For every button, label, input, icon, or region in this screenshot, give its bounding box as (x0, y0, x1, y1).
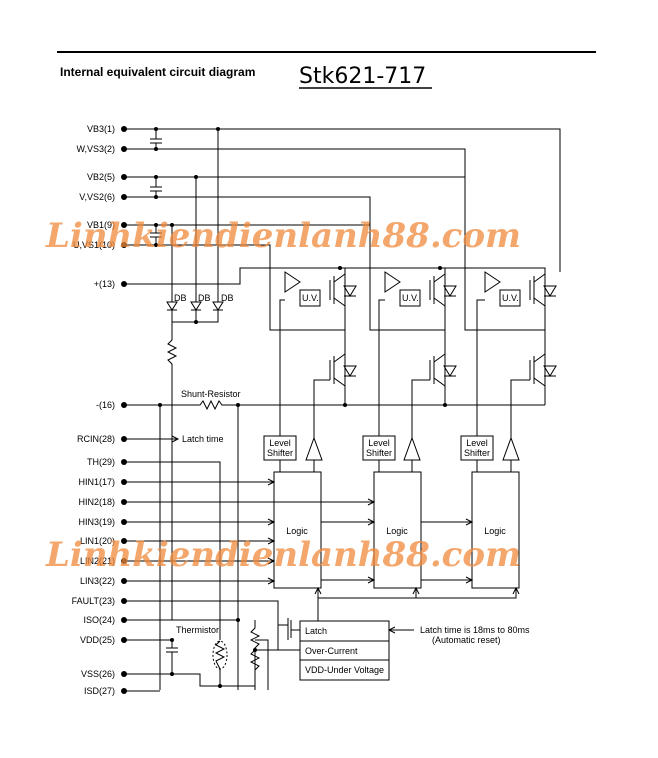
latch-note-1: Latch time is 18ms to 80ms (420, 625, 530, 635)
level-label-u: Level (269, 438, 291, 448)
level-label-v: Level (368, 438, 390, 448)
pin-label-plus: +(13) (94, 279, 115, 289)
pin-dots (121, 126, 127, 694)
high-side-stage-u: U.V. (284, 268, 357, 405)
level-shifter-w: Level Shifter (460, 299, 530, 461)
pin-label-vs1: U,VS1(10) (73, 240, 115, 250)
level-shifter-v: Level Shifter (362, 299, 430, 461)
pin-label-vss: VSS(26) (81, 669, 115, 679)
pin-label-vs3: W,VS3(2) (76, 144, 115, 154)
high-side-stage-v: U.V. (384, 268, 457, 405)
negative-rail: Shunt-Resistor (124, 389, 545, 690)
pin-label-vs2: V,VS2(6) (79, 192, 115, 202)
logic-blocks: Logic Logic Logic (273, 460, 520, 589)
thermistor-network: Thermistor (124, 618, 300, 692)
part-number: Stk621-717 (299, 64, 426, 89)
over-current-label: Over-Current (305, 646, 358, 656)
pin-label-rcin: RCIN(28) (77, 434, 115, 444)
shunt-resistor-label: Shunt-Resistor (181, 389, 241, 399)
high-side-stage-w: U.V. (484, 268, 557, 405)
pin-label-hin3: HIN3(19) (78, 517, 115, 527)
db-label-2: DB (198, 293, 211, 303)
db-label-3: DB (221, 293, 234, 303)
db-label-1: DB (174, 293, 187, 303)
pin-label-vb2: VB2(5) (87, 172, 115, 182)
uv-label-w: U.V. (502, 293, 519, 303)
pin-label-isd: ISD(27) (84, 686, 115, 696)
level-label-w: Level (466, 438, 488, 448)
shifter-label-v: Shifter (366, 448, 392, 458)
pin-label-fault: FAULT(23) (72, 596, 115, 606)
latch-time-label: Latch time (182, 434, 224, 444)
protection-block: Latch Over-Current VDD-Under Voltage Lat… (124, 598, 530, 690)
level-shifter-u: Level Shifter (263, 299, 330, 461)
pin-label-vb3: VB3(1) (87, 124, 115, 134)
supply-wiring: DB DB DB (124, 127, 561, 620)
pin-label-hin1: HIN1(17) (78, 477, 115, 487)
pin-label-hin2: HIN2(18) (78, 497, 115, 507)
logic-label-u: Logic (286, 526, 308, 536)
shifter-label-u: Shifter (267, 448, 293, 458)
pin-labels: VB3(1) W,VS3(2) VB2(5) V,VS2(6) VB1(9) U… (72, 124, 115, 696)
pin-label-lin3: LIN3(22) (80, 576, 115, 586)
pin-label-vdd: VDD(25) (80, 635, 115, 645)
pin-label-th: TH(29) (87, 457, 115, 467)
logic-label-v: Logic (386, 526, 408, 536)
watermark-top: Linhkiendienlanh88.com (45, 216, 521, 256)
pin-label-lin2: LIN2(21) (80, 556, 115, 566)
control-inputs (124, 478, 520, 599)
pin-label-minus: -(16) (96, 400, 115, 410)
uv-label-u: U.V. (302, 293, 319, 303)
pin-label-vb1: VB1(9) (87, 220, 115, 230)
latch-note-2: (Automatic reset) (432, 635, 501, 645)
thermistor-label: Thermistor (176, 625, 219, 635)
pin-label-iso: ISO(24) (83, 615, 115, 625)
pin-label-lin1: LIN1(20) (80, 536, 115, 546)
vdd-under-voltage-label: VDD-Under Voltage (305, 665, 384, 675)
latch-label: Latch (305, 626, 327, 636)
diagram-title: Internal equivalent circuit diagram (60, 65, 255, 79)
logic-label-w: Logic (484, 526, 506, 536)
shifter-label-w: Shifter (464, 448, 490, 458)
uv-label-v: U.V. (402, 293, 419, 303)
watermark-bottom: Linhkiendienlanh88.com (45, 535, 521, 575)
